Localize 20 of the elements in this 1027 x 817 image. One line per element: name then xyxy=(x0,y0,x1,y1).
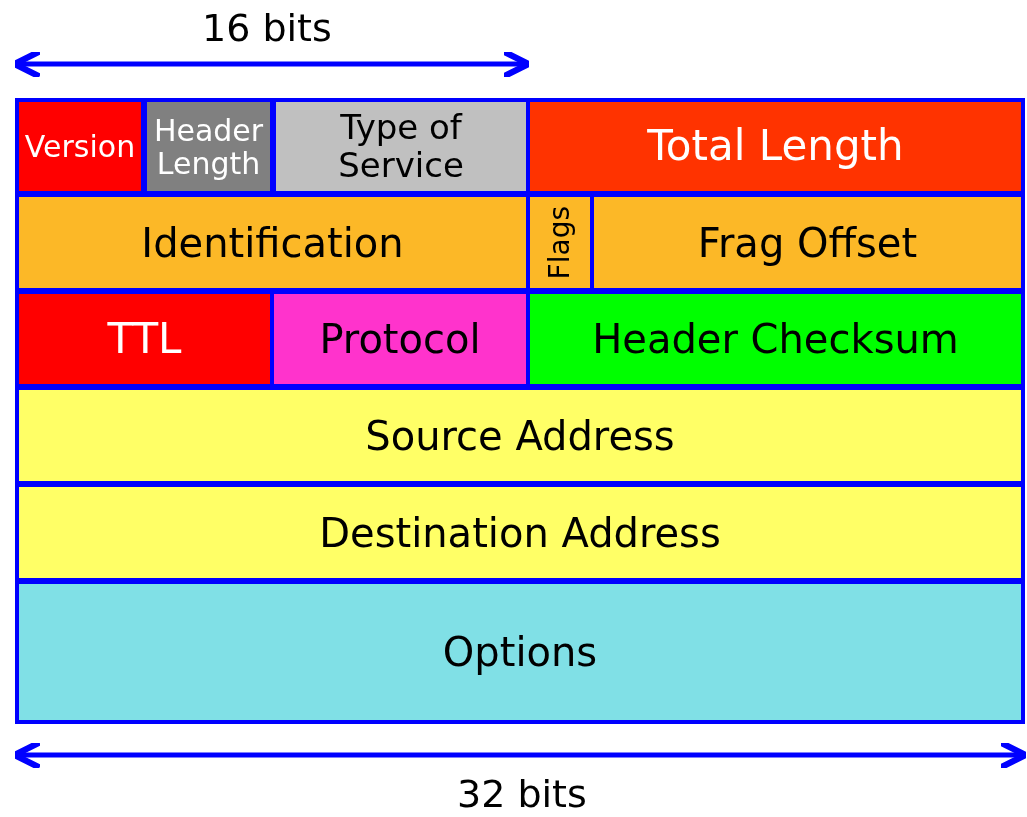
dimension-label: 32 bits xyxy=(457,772,587,816)
field-label: Total Length xyxy=(647,123,904,170)
field-label: Destination Address xyxy=(319,510,721,555)
dimension-label: 16 bits xyxy=(202,6,332,50)
header-field xyxy=(15,98,145,195)
field-label: TTL xyxy=(107,315,182,363)
header-field xyxy=(15,580,1025,724)
header-field xyxy=(143,98,274,195)
field-label: Options xyxy=(442,630,598,674)
field-label: Type of Service xyxy=(337,109,465,184)
field-label: Version xyxy=(24,130,136,163)
header-field xyxy=(15,483,1025,582)
field-label: Frag Offset xyxy=(697,220,918,265)
field-label: Header Length xyxy=(152,113,265,180)
field-label: Source Address xyxy=(365,413,675,458)
field-label: Protocol xyxy=(319,317,481,361)
field-label: Flags xyxy=(544,205,576,280)
field-label: Header Checksum xyxy=(592,317,959,361)
field-label: Identification xyxy=(141,220,404,265)
header-field xyxy=(15,386,1025,485)
